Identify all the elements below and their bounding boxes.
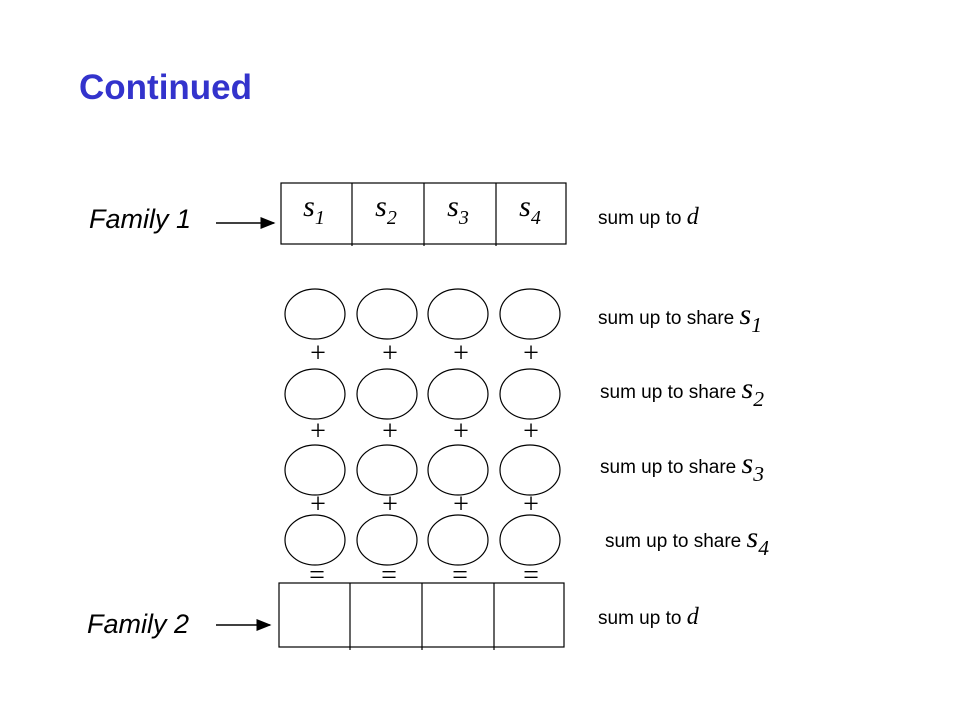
- cell-label-s2: s2: [375, 190, 397, 229]
- family-2-box: [278, 582, 565, 650]
- plus-sign: +: [453, 489, 469, 520]
- plus-sign: +: [523, 489, 539, 520]
- ellipse-r4-c2: [356, 514, 418, 566]
- page-title: Continued: [79, 68, 253, 107]
- plus-sign: +: [382, 489, 398, 520]
- ellipse-r4-c3: [427, 514, 489, 566]
- ellipse-r1-c1: [284, 288, 346, 340]
- equals-sign: =: [523, 560, 539, 591]
- plus-sign: +: [310, 338, 326, 369]
- plus-sign: +: [310, 489, 326, 520]
- plus-sign: +: [453, 416, 469, 447]
- plus-sign: +: [382, 338, 398, 369]
- ellipse-r4-c4: [499, 514, 561, 566]
- equals-sign: =: [452, 560, 468, 591]
- ellipse-r1-c3: [427, 288, 489, 340]
- note-share-3: sum up to share s3: [600, 447, 765, 486]
- family-1-box: [280, 182, 567, 246]
- plus-sign: +: [523, 416, 539, 447]
- note-family-2: sum up to d: [598, 604, 699, 630]
- ellipse-r3-c2: [356, 444, 418, 496]
- plus-sign: +: [453, 338, 469, 369]
- equals-sign: =: [381, 560, 397, 591]
- note-share-2: sum up to share s2: [600, 372, 765, 411]
- plus-sign: +: [382, 416, 398, 447]
- ellipse-r2-c3: [427, 368, 489, 420]
- equals-sign: =: [309, 560, 325, 591]
- note-share-4: sum up to share s4: [605, 521, 770, 560]
- plus-sign: +: [523, 338, 539, 369]
- ellipse-r2-c4: [499, 368, 561, 420]
- plus-sign: +: [310, 416, 326, 447]
- ellipse-r2-c2: [356, 368, 418, 420]
- ellipse-r3-c3: [427, 444, 489, 496]
- note-family-1: sum up to d: [598, 204, 699, 230]
- ellipse-r3-c1: [284, 444, 346, 496]
- ellipse-r1-c2: [356, 288, 418, 340]
- ellipse-r4-c1: [284, 514, 346, 566]
- cell-label-s1: s1: [303, 190, 325, 229]
- note-share-1: sum up to share s1: [598, 298, 763, 337]
- ellipse-r2-c1: [284, 368, 346, 420]
- family-2-label: Family 2: [87, 609, 190, 639]
- ellipse-r3-c4: [499, 444, 561, 496]
- ellipse-grid: [284, 288, 561, 566]
- family-1-label: Family 1: [89, 204, 192, 234]
- ellipse-r1-c4: [499, 288, 561, 340]
- cell-label-s3: s3: [447, 190, 469, 229]
- cell-label-s4: s4: [519, 190, 541, 229]
